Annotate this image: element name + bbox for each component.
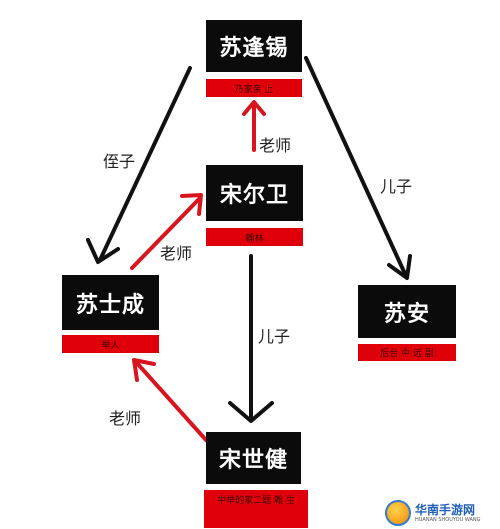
logo-name: 华南手游网 — [415, 502, 476, 517]
edge-arrow-teacher-mid — [130, 196, 202, 270]
node-su-shicheng-tag: 举人 — [62, 335, 159, 353]
edge-label-son-su-an: 儿子 — [380, 177, 413, 196]
node-song-shijian: 宋世健 — [206, 432, 301, 484]
edge-label-teacher-bottom: 老师 — [109, 409, 142, 428]
node-song-shijian-tag: 中举的家二题 翰 生 — [204, 490, 308, 528]
node-song-shijian-name: 宋世健 — [218, 448, 288, 473]
edge-label-nephew: 侄子 — [103, 152, 136, 171]
edge-label-teacher-mid: 老师 — [160, 244, 193, 263]
edge-arrowhead-teacher-mid — [180, 193, 203, 216]
edge-arrowhead-teacher-bottom — [132, 358, 156, 382]
edge-arrow-teacher-bottom — [134, 360, 208, 442]
node-song-erwei-name: 宋尔卫 — [219, 183, 289, 208]
node-su-an-tag: 后台 中 远 副 — [358, 344, 456, 361]
node-song-erwei: 宋尔卫 — [206, 165, 303, 221]
node-su-an: 苏安 — [358, 285, 456, 338]
logo-badge-icon — [385, 500, 411, 526]
node-su-fengxi: 苏逢锡 — [206, 20, 302, 72]
node-su-shicheng: 苏士成 — [62, 275, 159, 330]
edge-label-son-song-shijian: 儿子 — [258, 327, 291, 346]
edge-arrowhead-son-song-shijian — [228, 401, 274, 423]
edge-arrowhead-son-su-an — [387, 254, 412, 280]
edge-arrowhead-teacher-top — [242, 100, 266, 116]
watermark-logo: 华南手游网 HUANAN SHOUYOU WANG — [385, 498, 497, 528]
edge-arrow-nephew — [98, 66, 192, 262]
node-song-erwei-tag: 翰林 — [206, 228, 303, 246]
node-su-fengxi-name: 苏逢锡 — [219, 36, 289, 61]
logo-subtitle: HUANAN SHOUYOU WANG — [415, 516, 481, 523]
edge-arrow-son-su-an — [304, 56, 408, 278]
node-su-an-name: 苏安 — [383, 301, 430, 327]
node-su-shicheng-name: 苏士成 — [75, 292, 145, 318]
edge-label-teacher-top: 老师 — [259, 136, 292, 155]
node-su-fengxi-tag: 乃家亲 上 — [206, 79, 302, 97]
edge-arrowhead-nephew — [86, 238, 120, 264]
